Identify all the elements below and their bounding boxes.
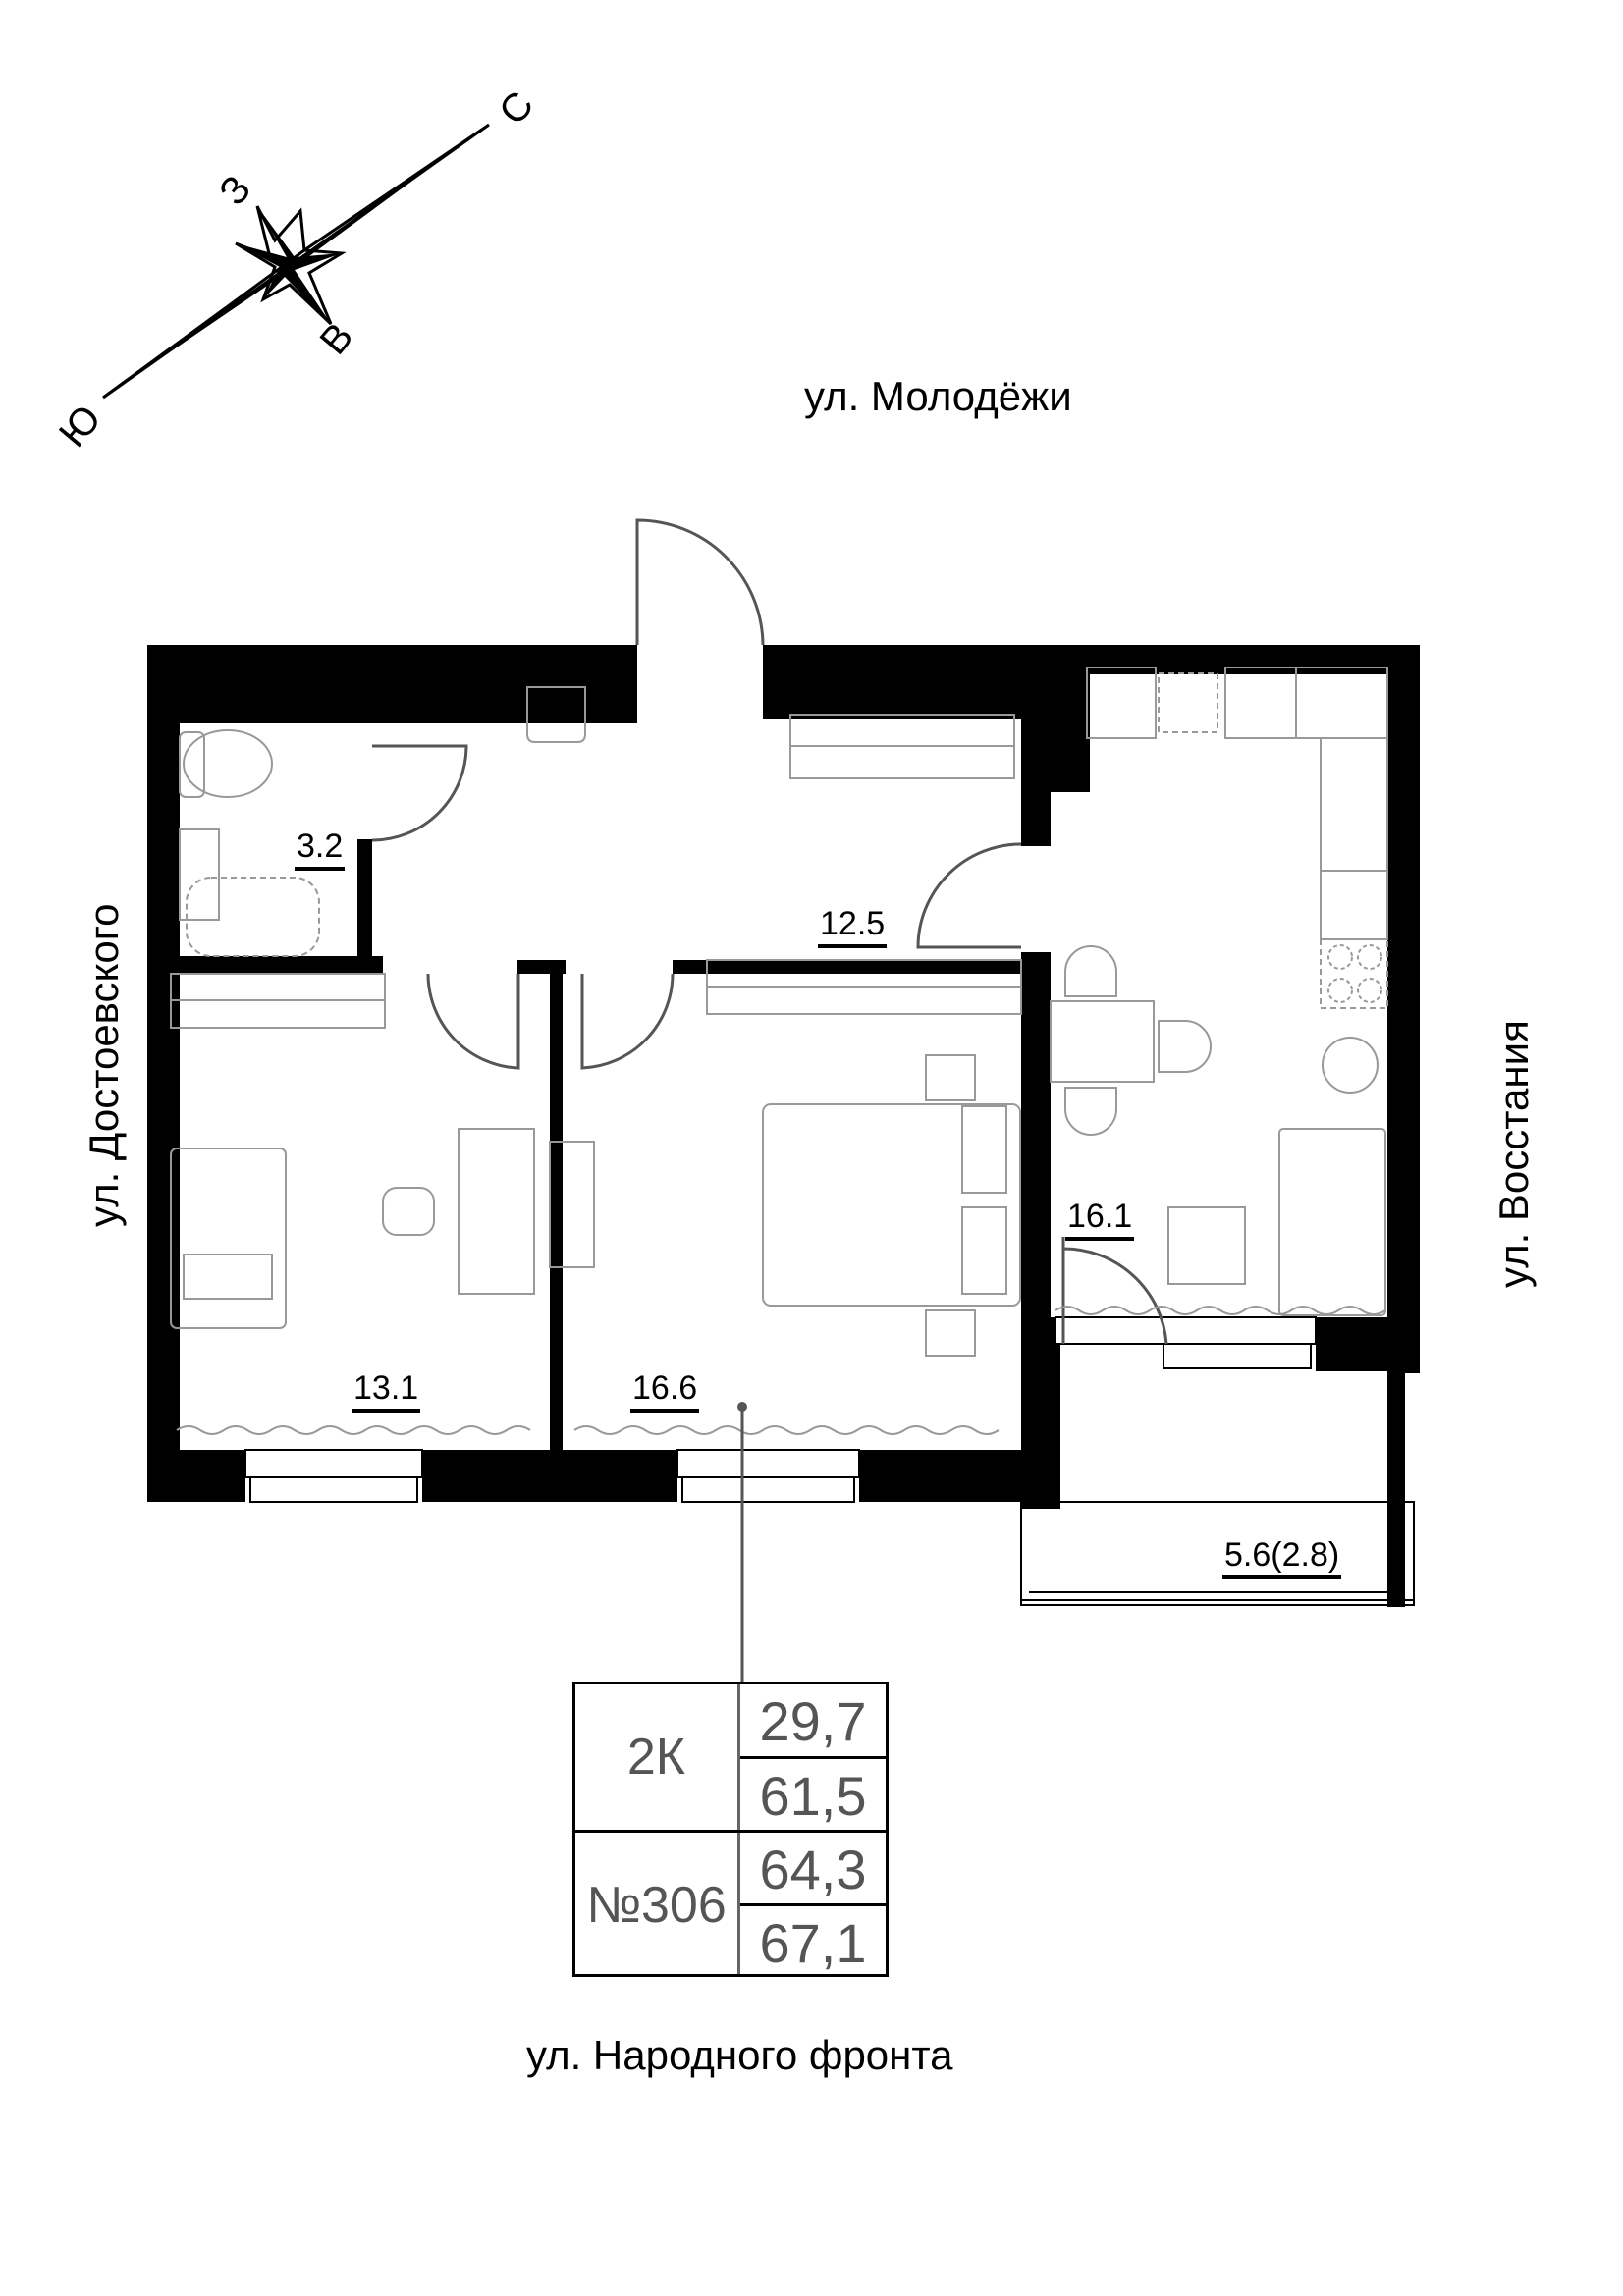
area-with-balcony-reduced: 64,3 xyxy=(759,1839,867,1900)
apartment-summary-table: 2К №306 29,7 61,5 64,3 67,1 xyxy=(572,1682,889,1977)
walls xyxy=(147,645,1420,1607)
balcony xyxy=(1020,1501,1415,1606)
doors xyxy=(371,518,1168,1345)
room-area-balcony: 5.6(2.8) xyxy=(1222,1536,1342,1579)
apartment-number: №306 xyxy=(586,1876,727,1934)
curtains xyxy=(176,1306,1386,1435)
windows xyxy=(244,1316,1317,1503)
street-label-bottom: ул. Народного фронта xyxy=(526,2032,953,2078)
toilet-icon xyxy=(183,729,273,798)
sink-icon xyxy=(1158,672,1218,733)
coffee-table xyxy=(1167,1206,1246,1285)
furniture xyxy=(170,667,1388,1357)
tv-stand xyxy=(549,1141,595,1268)
stove-icon xyxy=(1320,938,1388,1009)
room-area-kitchen: 16.1 xyxy=(1065,1198,1135,1241)
sink-icon xyxy=(179,828,220,921)
office-chair-icon xyxy=(382,1187,435,1236)
room-area-bedroom-large: 16.6 xyxy=(630,1369,700,1413)
pointer-line xyxy=(737,1402,747,1682)
street-label-left: ул. Достоевского xyxy=(81,903,127,1227)
area-with-balcony-full: 67,1 xyxy=(759,1912,867,1974)
fridge xyxy=(1086,667,1157,739)
room-area-hallway: 12.5 xyxy=(818,905,888,948)
chair-icon xyxy=(1064,1087,1117,1136)
total-area: 61,5 xyxy=(759,1765,867,1827)
dining-table xyxy=(1050,1000,1155,1083)
room-area-bathroom: 3.2 xyxy=(295,828,346,871)
chair-icon xyxy=(1064,945,1117,997)
compass-icon xyxy=(102,123,490,400)
sofa xyxy=(1278,1128,1386,1316)
double-bed xyxy=(762,1103,1021,1307)
summary-divider xyxy=(575,1830,886,1833)
summary-divider xyxy=(740,1756,886,1759)
street-label-right: ул. Восстания xyxy=(1490,1020,1537,1288)
desk xyxy=(458,1128,535,1295)
summary-divider xyxy=(740,1903,886,1906)
room-area-bedroom-small: 13.1 xyxy=(352,1369,421,1413)
living-area: 29,7 xyxy=(759,1690,867,1752)
summary-divider xyxy=(737,1684,740,1974)
chair-icon xyxy=(1158,1020,1212,1073)
single-bed xyxy=(170,1148,287,1329)
plant-icon xyxy=(1322,1037,1379,1094)
apartment-type: 2К xyxy=(626,1729,686,1786)
street-label-top: ул. Молодёжи xyxy=(804,373,1072,419)
bathtub-icon xyxy=(186,877,320,957)
